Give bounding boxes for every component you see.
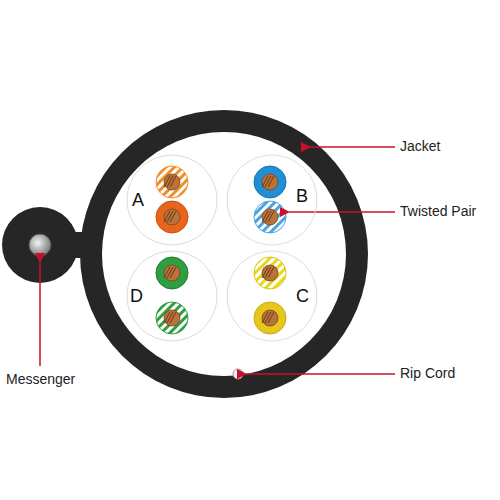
insulated-conductor [254, 302, 286, 334]
twisted-pair-bundle: D [126, 250, 218, 342]
part-label: Jacket [400, 139, 440, 154]
conductors [156, 166, 286, 334]
twisted-pair-bundle: B [226, 154, 318, 246]
insulated-conductor [156, 166, 188, 198]
insulated-conductor [254, 201, 286, 233]
jacket [80, 110, 368, 398]
rip-cord [233, 369, 243, 379]
insulated-conductor [254, 257, 286, 289]
twisted-pair-bundle: A [126, 154, 218, 246]
insulated-conductor [254, 166, 286, 198]
pair-letter: A [132, 191, 144, 209]
pair-letter: B [296, 187, 308, 205]
insulated-conductor [156, 302, 188, 334]
part-label: Twisted Pair [400, 204, 476, 219]
leader-line [289, 211, 395, 213]
twisted-pair-bundle: C [226, 250, 318, 342]
part-label: Messenger [6, 372, 75, 387]
pair-letter: C [296, 287, 309, 305]
insulated-conductor [156, 201, 188, 233]
leader-line [310, 146, 395, 148]
leader-line [39, 262, 41, 366]
pair-letter: D [130, 287, 143, 305]
leader-line [246, 373, 395, 375]
part-label: Rip Cord [400, 366, 455, 381]
insulated-conductor [156, 257, 188, 289]
